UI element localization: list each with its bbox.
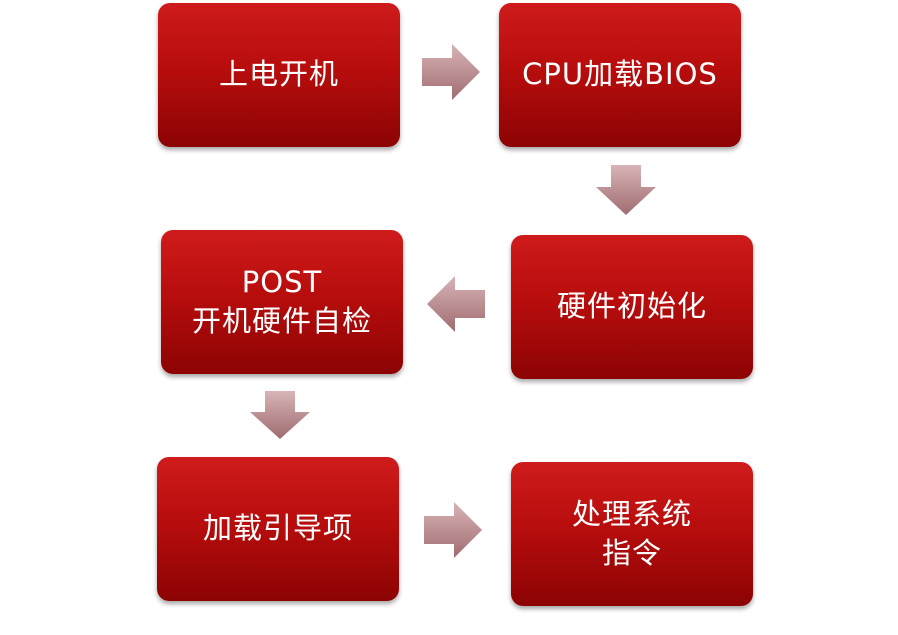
step-cpu-load-bios-label: CPU加载BIOS — [522, 57, 718, 92]
step-power-on-label: 上电开机 — [218, 57, 339, 92]
step-post: POST 开机硬件自检 — [161, 230, 403, 374]
arrow-down-icon — [250, 391, 310, 439]
step-power-on: 上电开机 — [158, 3, 400, 147]
step-handle-line1: 处理系统 — [571, 496, 692, 531]
arrow-down-icon — [596, 165, 656, 215]
step-post-line1: POST — [241, 264, 323, 299]
step-handle-system-instructions: 处理系统 指令 — [511, 462, 753, 606]
step-load-boot: 加载引导项 — [157, 457, 399, 601]
step-hardware-init: 硬件初始化 — [511, 235, 753, 379]
step-handle-line2: 指令 — [601, 536, 662, 570]
arrow-right-icon — [424, 502, 482, 558]
step-hardware-init-label: 硬件初始化 — [556, 289, 707, 324]
step-post-line2: 开机硬件自检 — [191, 304, 372, 338]
arrow-right-icon — [422, 44, 480, 100]
step-cpu-load-bios: CPU加载BIOS — [499, 3, 741, 147]
arrow-left-icon — [427, 276, 485, 332]
step-load-boot-label: 加载引导项 — [202, 511, 353, 546]
